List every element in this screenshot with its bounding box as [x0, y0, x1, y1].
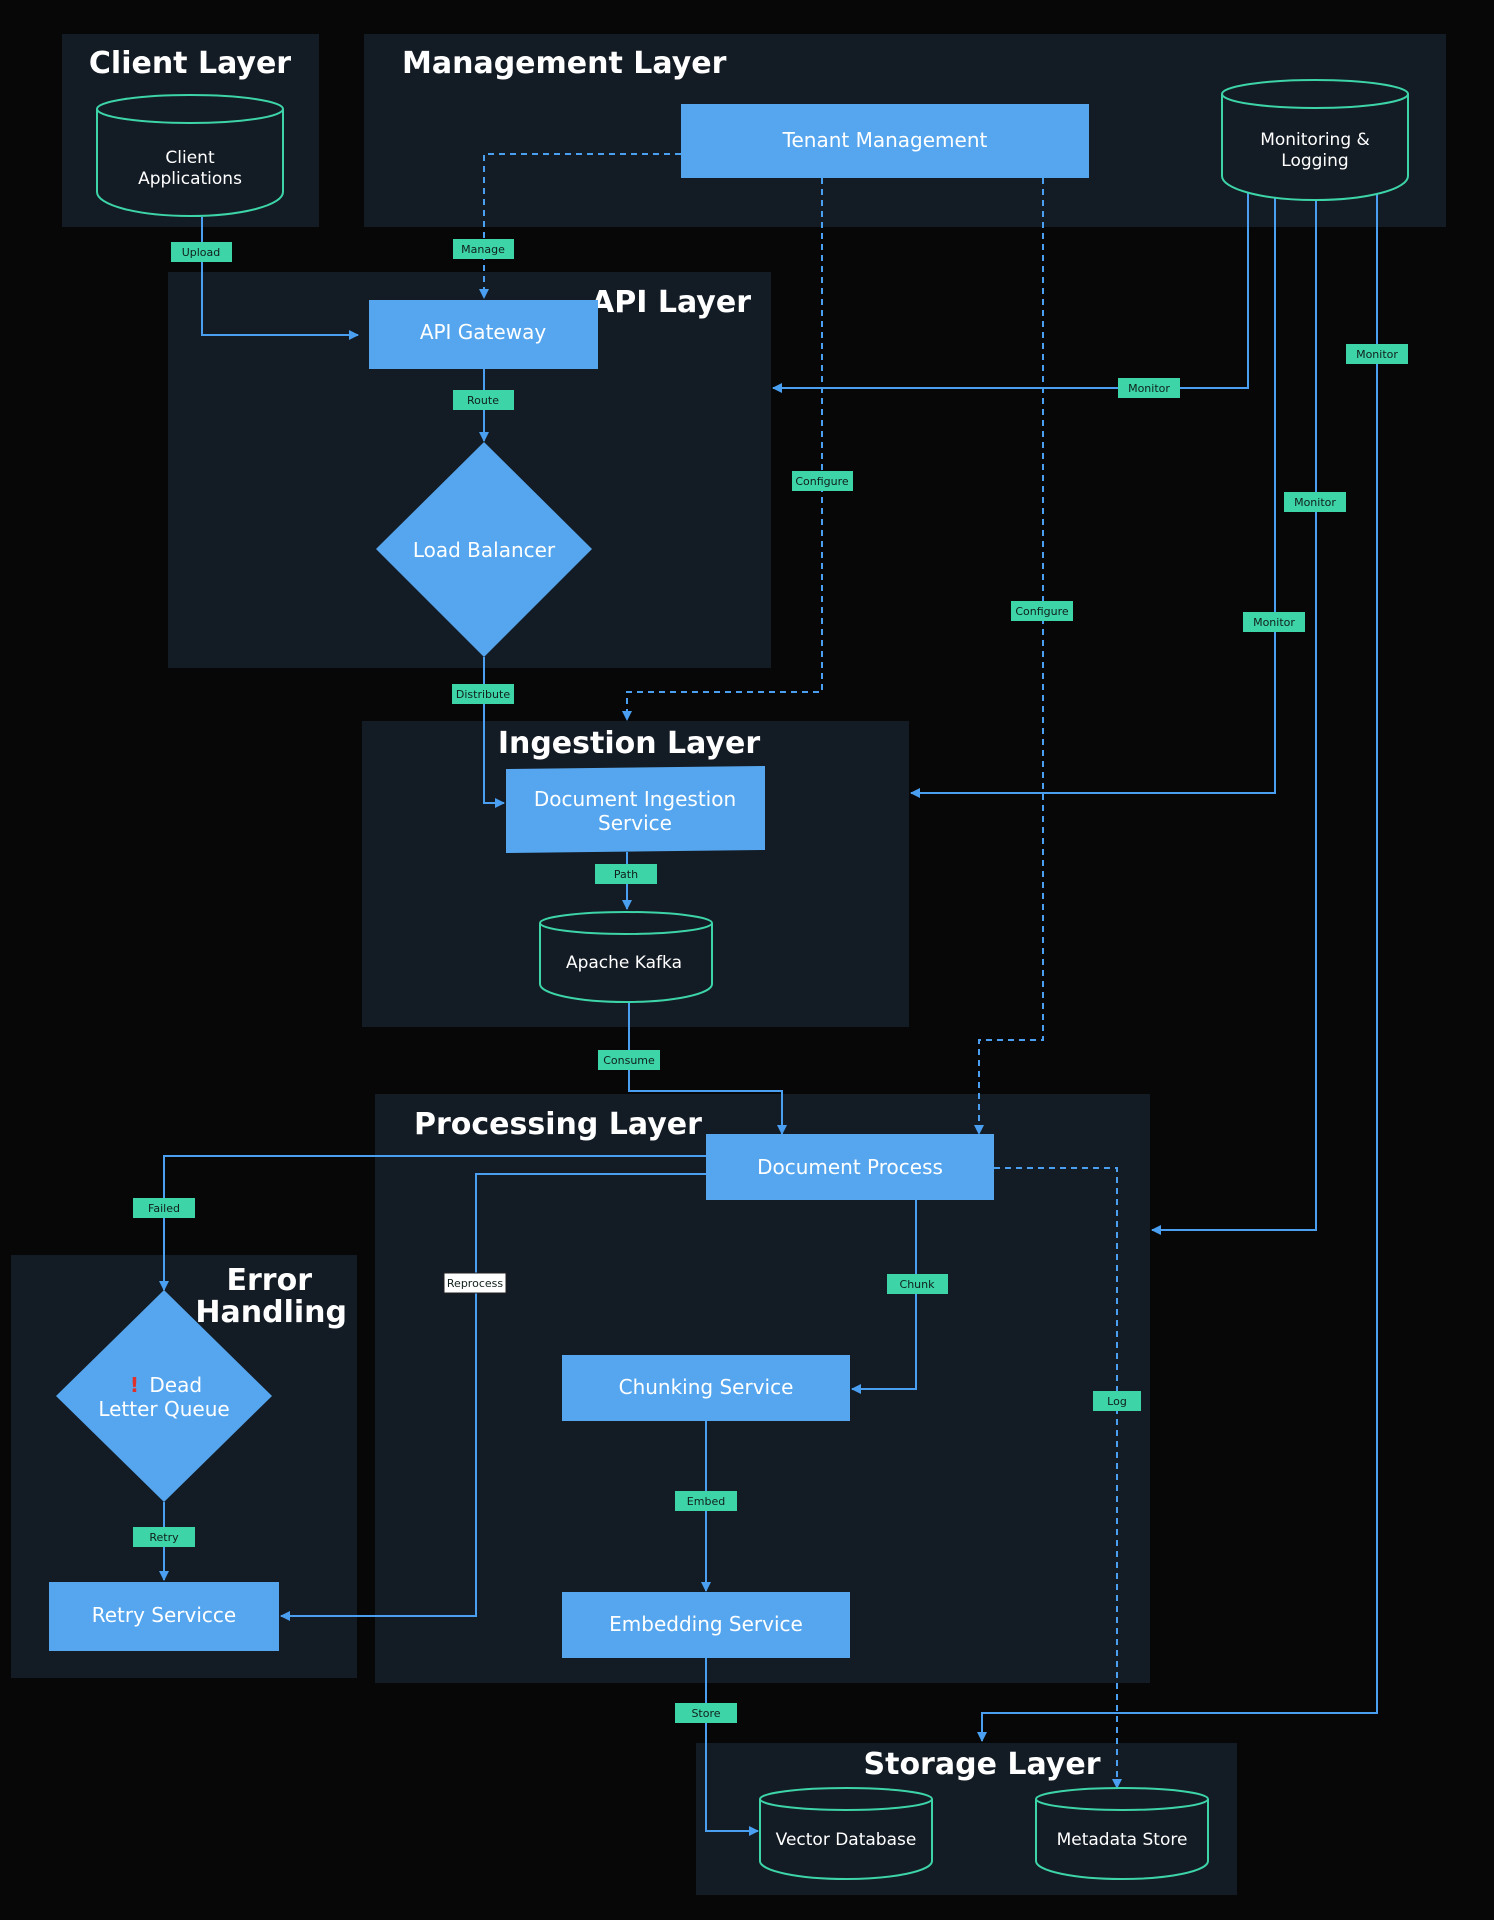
svg-text:Monitor: Monitor	[1356, 348, 1398, 361]
edge-label-configure-processing: Configure	[1011, 601, 1073, 621]
svg-text:Upload: Upload	[182, 246, 221, 259]
svg-text:Store: Store	[691, 1707, 720, 1720]
chunking-service-node[interactable]: Chunking Service	[562, 1355, 850, 1421]
svg-text:Failed: Failed	[148, 1202, 180, 1215]
svg-text:Chunk: Chunk	[900, 1278, 936, 1291]
edge-monitor-ingestion	[910, 196, 1276, 798]
svg-text:Monitor: Monitor	[1294, 496, 1336, 509]
edge-label-chunk: Chunk	[887, 1274, 948, 1294]
load-balancer-label: Load Balancer	[413, 538, 556, 562]
edge-label-embed: Embed	[675, 1491, 737, 1511]
edge-label-failed: Failed	[133, 1198, 195, 1218]
document-ingestion-node[interactable]: Document Ingestion Service	[506, 766, 765, 853]
svg-text:Embed: Embed	[687, 1495, 725, 1508]
load-balancer-node[interactable]: Load Balancer	[376, 442, 592, 657]
svg-text:Monitor: Monitor	[1253, 616, 1295, 629]
client-layer-title: Client Layer	[89, 46, 291, 81]
edge-label-configure-ingestion: Configure	[792, 471, 853, 491]
edge-consume	[628, 1001, 787, 1135]
edge-monitor-processing	[1151, 200, 1317, 1235]
edge-label-manage: Manage	[453, 239, 514, 259]
svg-text:Distribute: Distribute	[456, 688, 510, 701]
document-process-node[interactable]: Document Process	[706, 1134, 994, 1200]
client-applications-label-line1: Client	[165, 148, 215, 168]
apache-kafka-label: Apache Kafka	[566, 953, 682, 973]
edge-monitor-storage	[977, 194, 1378, 1742]
edge-configure-processing	[974, 178, 1044, 1135]
svg-text:Path: Path	[614, 868, 638, 881]
edge-label-store: Store	[675, 1703, 737, 1723]
svg-text:Retry: Retry	[149, 1531, 179, 1544]
svg-text:Manage: Manage	[461, 243, 505, 256]
monitoring-logging-label-line2: Logging	[1281, 151, 1348, 171]
apache-kafka-db-icon[interactable]: Apache Kafka	[539, 911, 713, 1003]
dead-letter-queue-node[interactable]: ! Dead Letter Queue	[56, 1290, 272, 1502]
api-gateway-node[interactable]: API Gateway	[369, 300, 598, 369]
tenant-management-node[interactable]: Tenant Management	[681, 104, 1089, 178]
edge-failed	[159, 1155, 706, 1291]
edge-label-monitor-storage: Monitor	[1346, 344, 1408, 364]
document-process-label: Document Process	[757, 1155, 943, 1179]
management-layer-title: Management Layer	[402, 46, 727, 81]
svg-text:Configure: Configure	[795, 475, 849, 488]
storage-layer-title: Storage Layer	[864, 1747, 1101, 1782]
document-ingestion-label-line1: Document Ingestion	[534, 787, 736, 811]
edge-label-monitor-processing: Monitor	[1284, 492, 1346, 512]
svg-text:Configure: Configure	[1015, 605, 1069, 618]
edge-monitor-api	[772, 190, 1249, 393]
error-handling-title-line2: Handling	[195, 1295, 347, 1330]
svg-text:Consume: Consume	[603, 1054, 655, 1067]
svg-text:Monitor: Monitor	[1128, 382, 1170, 395]
edge-configure-ingestion	[622, 178, 823, 721]
edge-chunk	[851, 1200, 917, 1394]
chunking-service-label: Chunking Service	[619, 1375, 794, 1399]
edge-label-distribute: Distribute	[452, 684, 514, 704]
client-applications-db-icon[interactable]: Client Applications	[96, 94, 284, 217]
warning-icon: !	[130, 1373, 139, 1397]
vector-database-db-icon[interactable]: Vector Database	[759, 1787, 933, 1880]
vector-database-label: Vector Database	[776, 1830, 917, 1850]
client-applications-label-line2: Applications	[138, 169, 242, 189]
api-gateway-label: API Gateway	[420, 320, 547, 344]
metadata-store-label: Metadata Store	[1057, 1830, 1188, 1850]
edge-label-monitor-api: Monitor	[1118, 378, 1180, 398]
processing-layer-title: Processing Layer	[414, 1107, 702, 1142]
edge-label-upload: Upload	[171, 242, 232, 262]
edge-log	[994, 1167, 1122, 1789]
edge-distribute	[483, 657, 505, 808]
metadata-store-db-icon[interactable]: Metadata Store	[1035, 1787, 1209, 1880]
tenant-management-label: Tenant Management	[782, 128, 988, 152]
edge-label-log: Log	[1093, 1391, 1141, 1411]
edge-label-retry: Retry	[133, 1527, 195, 1547]
dead-letter-queue-label-line1: ! Dead	[130, 1373, 202, 1397]
ingestion-layer-title: Ingestion Layer	[498, 726, 761, 761]
error-handling-title-line1: Error	[227, 1263, 313, 1298]
edge-label-route: Route	[453, 390, 514, 410]
edge-label-reprocess: Reprocess	[443, 1272, 507, 1294]
svg-text:Route: Route	[467, 394, 499, 407]
edge-label-consume: Consume	[598, 1050, 660, 1070]
edge-label-path: Path	[595, 864, 657, 884]
retry-service-node[interactable]: Retry Servicce	[49, 1582, 279, 1651]
monitoring-logging-label-line1: Monitoring &	[1260, 130, 1370, 150]
edge-label-monitor-ingestion: Monitor	[1243, 612, 1305, 632]
monitoring-logging-db-icon[interactable]: Monitoring & Logging	[1221, 79, 1409, 201]
dead-letter-queue-label-line2: Letter Queue	[98, 1397, 229, 1421]
embedding-service-label: Embedding Service	[609, 1612, 803, 1636]
embedding-service-node[interactable]: Embedding Service	[562, 1592, 850, 1658]
retry-service-label: Retry Servicce	[92, 1603, 236, 1627]
svg-text:Reprocess: Reprocess	[447, 1277, 503, 1290]
document-ingestion-label-line2: Service	[598, 811, 672, 835]
edge-reprocess	[280, 1173, 706, 1621]
svg-text:Log: Log	[1107, 1395, 1127, 1408]
api-layer-title: API Layer	[591, 285, 751, 320]
